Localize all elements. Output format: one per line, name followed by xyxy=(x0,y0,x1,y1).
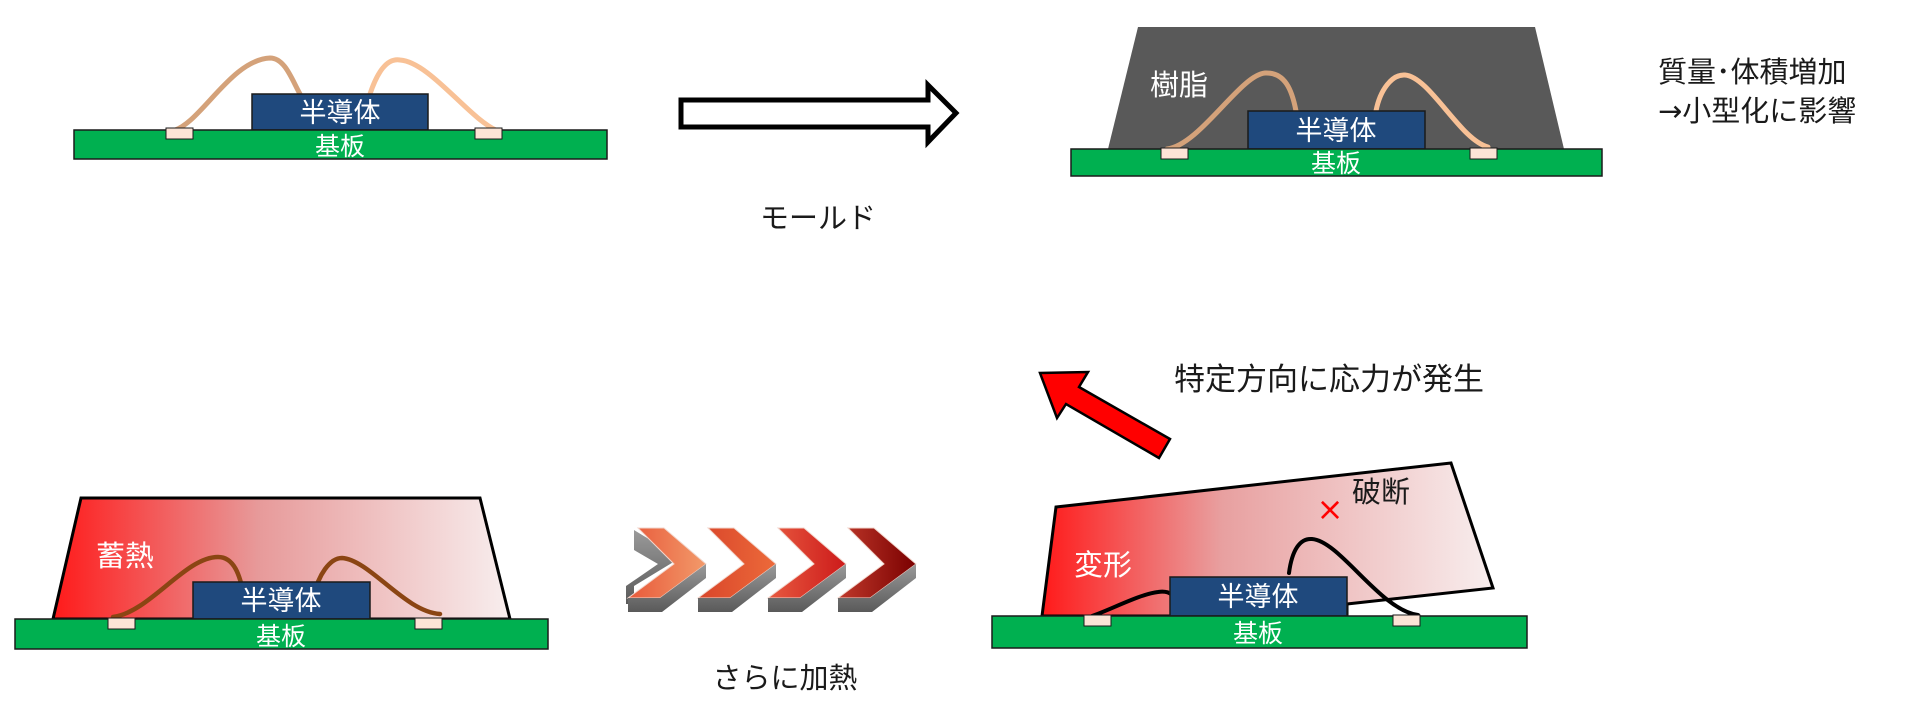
mold-arrow: モールド xyxy=(678,78,960,235)
board xyxy=(14,618,549,650)
board xyxy=(73,129,608,160)
chip-label: 半導体 xyxy=(1296,116,1377,147)
bond-pad xyxy=(1083,614,1112,627)
bond-wire-right xyxy=(367,57,501,134)
bond-wire-left xyxy=(169,55,303,134)
bond-pad xyxy=(1469,147,1498,160)
board xyxy=(1070,148,1603,177)
board xyxy=(991,615,1528,649)
board-label: 基板 xyxy=(256,622,306,651)
outline-right-arrow-icon xyxy=(678,78,960,149)
bond-pad xyxy=(165,127,194,140)
stage3-package: 蓄熱 半導体 基板 xyxy=(14,496,549,651)
bond-pad xyxy=(414,617,443,630)
heat-accumulation-label: 蓄熱 xyxy=(96,539,154,573)
chip xyxy=(192,581,371,620)
chip xyxy=(1169,576,1348,617)
chevron-4 xyxy=(836,527,917,612)
break-mark: × xyxy=(1317,490,1344,528)
stage4-package: 変形 × 破断 半導体 基板 xyxy=(991,461,1528,649)
bond-pad xyxy=(474,127,503,140)
mold-label: モールド xyxy=(760,201,876,235)
bond-wire-left xyxy=(110,554,247,620)
chip xyxy=(1247,110,1426,150)
chevron-3 xyxy=(766,527,847,612)
stress-label: 特定方向に応力が発生 xyxy=(1174,362,1484,398)
further-heating-label: さらに加熱 xyxy=(712,661,857,695)
board-label: 基板 xyxy=(315,132,365,161)
chevron-arrows-icon xyxy=(626,527,917,612)
bond-wire-left xyxy=(1164,70,1299,152)
stage2-package: 樹脂 半導体 基板 xyxy=(1070,27,1603,178)
chip-label: 半導体 xyxy=(241,586,322,617)
resin-label: 樹脂 xyxy=(1150,68,1208,102)
bond-pad xyxy=(1160,147,1189,160)
mass-volume-note: 質量･体積増加 xyxy=(1658,55,1847,89)
break-label: 破断 xyxy=(1352,475,1410,509)
stage1-package: 半導体 基板 xyxy=(73,55,608,161)
bond-pad xyxy=(107,617,136,630)
chip-label: 半導体 xyxy=(300,98,381,129)
bond-wire-right xyxy=(1373,72,1491,150)
miniaturization-note: →小型化に影響 xyxy=(1658,94,1856,128)
board-label: 基板 xyxy=(1311,149,1361,178)
resin-mold xyxy=(1108,27,1564,149)
bond-wire-right xyxy=(311,555,443,617)
chevron-2 xyxy=(696,527,777,612)
chip-label: 半導体 xyxy=(1218,582,1299,613)
bond-pad xyxy=(1392,614,1421,627)
chevron-1 xyxy=(626,527,707,612)
board-label: 基板 xyxy=(1233,619,1283,648)
stress-arrow-icon xyxy=(1038,370,1172,460)
chip xyxy=(251,93,429,131)
bond-wire-broken xyxy=(1287,537,1420,617)
deformation-label: 変形 xyxy=(1074,548,1132,582)
